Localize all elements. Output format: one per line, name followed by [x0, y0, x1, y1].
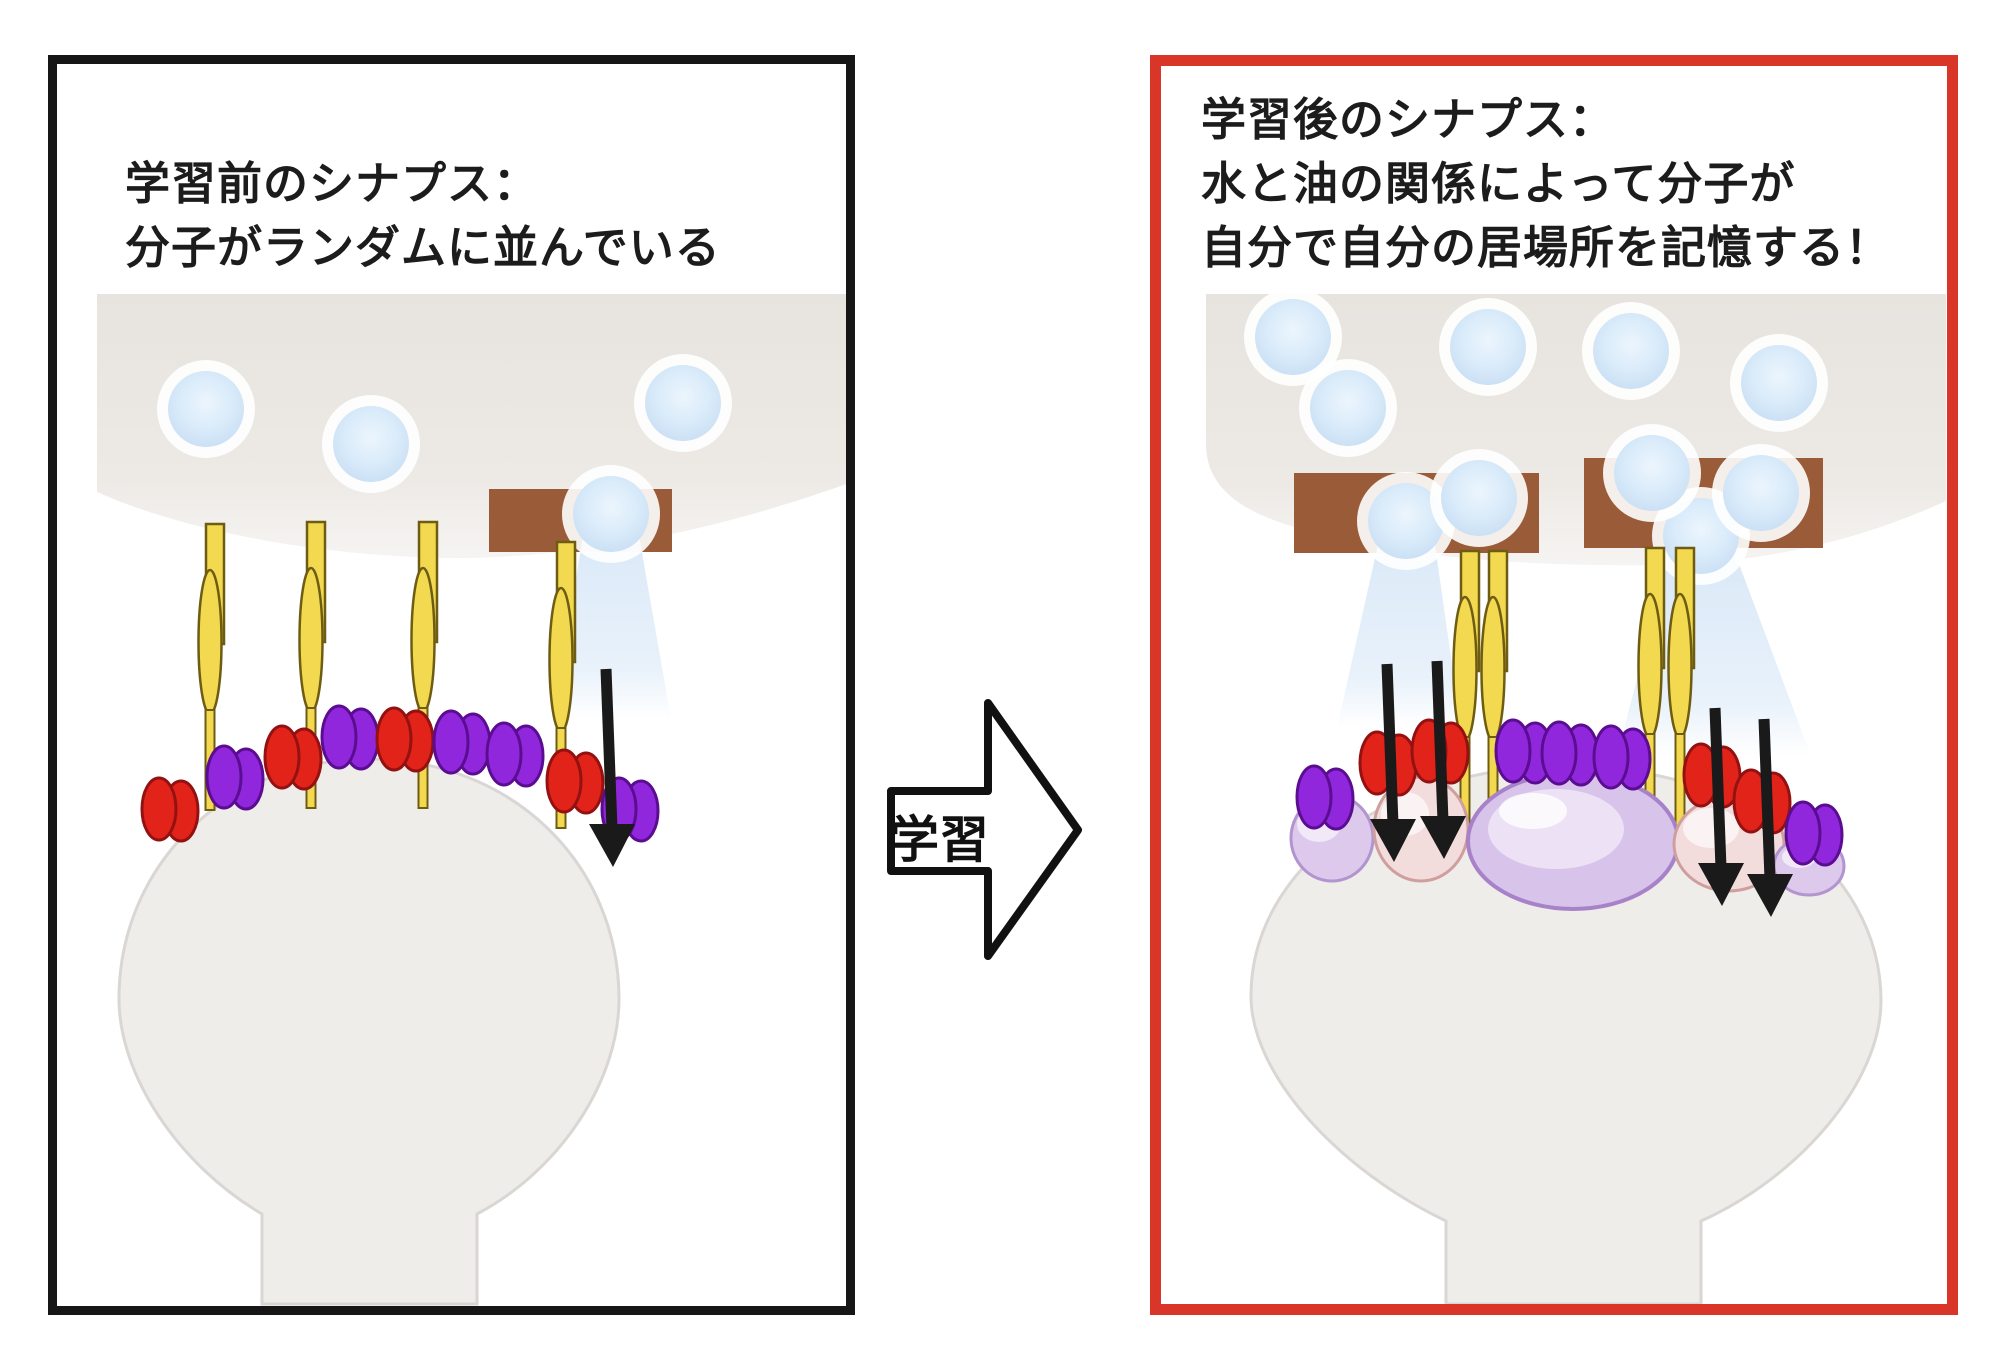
- docked-vesicle: [1430, 449, 1528, 547]
- panel-before-learning: 学習前のシナプス： 分子がランダムに並んでいる: [48, 55, 855, 1315]
- release-beam: [553, 524, 671, 719]
- purple-molecule: [1784, 800, 1844, 867]
- droplet-lavender-large: [1466, 771, 1680, 911]
- purple-molecule: [205, 744, 265, 811]
- vesicle: [1730, 334, 1828, 432]
- release-beam: [1617, 548, 1811, 756]
- diagram-before: [97, 294, 846, 1306]
- red-molecule: [545, 748, 605, 815]
- title-line: 学習後のシナプス：: [1201, 94, 1616, 145]
- purple-molecule: [1592, 724, 1652, 791]
- purple-molecule: [432, 709, 492, 776]
- title-line: 学習前のシナプス：: [125, 158, 540, 209]
- docked-vesicle: [562, 465, 660, 563]
- spine: [117, 757, 621, 1306]
- vesicle: [1299, 359, 1397, 457]
- purple-molecule: [1295, 764, 1355, 831]
- transition-arrow: 学習: [878, 688, 1092, 972]
- diagram-after: [1206, 288, 1946, 1304]
- purple-molecule: [320, 704, 380, 771]
- title-line: 自分で自分の居場所を記憶する！: [1201, 222, 1892, 273]
- block-arrow-icon: [887, 699, 1082, 960]
- purple-molecule: [485, 721, 545, 788]
- docked-vesicle: [1603, 424, 1701, 522]
- release-beam: [1337, 531, 1461, 728]
- panel-after-title: 学習後のシナプス： 水と油の関係によって分子が 自分で自分の居場所を記憶する！: [1201, 88, 1891, 280]
- transition-arrow-label: 学習: [889, 812, 989, 868]
- docked-vesicle: [1712, 444, 1810, 542]
- red-molecule: [263, 724, 323, 791]
- vesicle: [157, 360, 255, 458]
- purple-molecule: [1540, 720, 1600, 787]
- panel-after-learning: 学習後のシナプス： 水と油の関係によって分子が 自分で自分の居場所を記憶する！: [1150, 55, 1958, 1315]
- vesicle: [1439, 298, 1537, 396]
- title-line: 水と油の関係によって分子が: [1201, 158, 1796, 209]
- vesicle: [322, 395, 420, 493]
- vesicle: [1582, 302, 1680, 400]
- title-line: 分子がランダムに並んでいる: [125, 222, 721, 273]
- vesicle: [634, 354, 732, 452]
- red-molecule: [140, 776, 200, 843]
- red-molecule: [375, 706, 435, 773]
- panel-before-title: 学習前のシナプス： 分子がランダムに並んでいる: [125, 152, 721, 280]
